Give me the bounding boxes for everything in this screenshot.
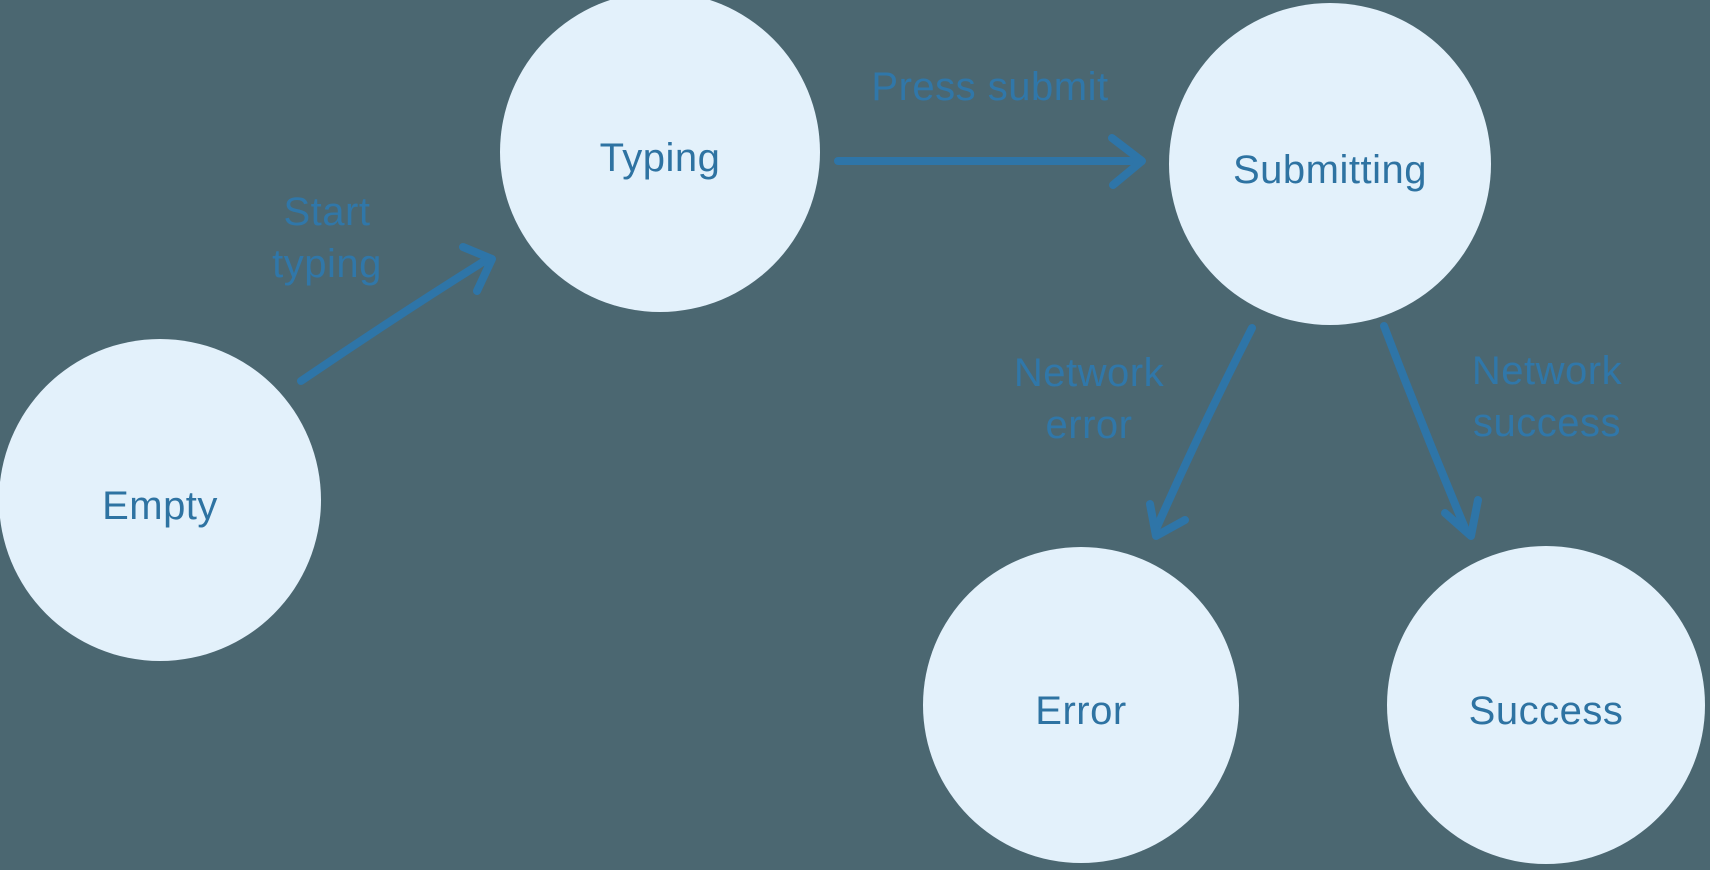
state-success-label: Success	[1468, 688, 1624, 733]
transition-label-line: Start	[283, 190, 371, 234]
transition-label-line: Press submit	[871, 65, 1109, 109]
transition-label-network-error: Network error	[929, 347, 1249, 451]
state-typing-label: Typing	[599, 135, 721, 180]
transition-label-line: success	[1473, 401, 1621, 445]
transition-label-line: Network	[1013, 351, 1165, 395]
transition-label-press-submit: Press submit	[830, 61, 1150, 113]
state-submitting: Submitting	[1169, 3, 1491, 325]
state-error: Error	[923, 547, 1239, 863]
transition-label-start-typing: Start typing	[167, 186, 487, 290]
state-error-label: Error	[1035, 688, 1127, 733]
state-empty-label: Empty	[102, 483, 218, 528]
transition-label-line: typing	[272, 242, 382, 286]
arrow-typing-to-submitting	[834, 134, 1146, 189]
state-typing: Typing	[500, 0, 820, 312]
transition-label-network-success: Network success	[1387, 345, 1707, 449]
state-empty: Empty	[0, 339, 321, 661]
state-submitting-label: Submitting	[1233, 147, 1427, 192]
state-success: Success	[1387, 546, 1705, 864]
transition-label-line: Network	[1471, 349, 1623, 393]
transition-label-line: error	[1045, 403, 1133, 447]
